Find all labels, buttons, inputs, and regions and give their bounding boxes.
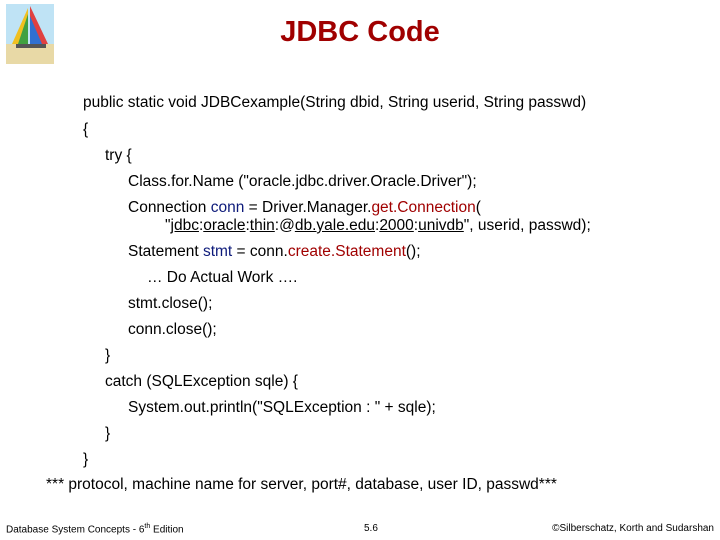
code-line-method-close: } xyxy=(83,451,89,468)
code-line-class-forname: Class.for.Name ("oracle.jdbc.driver.Orac… xyxy=(128,173,477,190)
code-line-try-close: } xyxy=(105,347,111,364)
code-text: : xyxy=(413,217,419,234)
footer-superscript: th xyxy=(144,523,151,530)
sailboat-logo-icon xyxy=(6,4,54,64)
code-text: Statement xyxy=(128,243,203,260)
url-part: jdbc xyxy=(170,217,199,234)
code-method: get.Connection xyxy=(371,199,476,216)
code-text: : xyxy=(375,217,380,234)
code-variable: stmt xyxy=(202,243,233,260)
code-text: = Driver.Manager. xyxy=(244,199,372,216)
code-line-conn-close: conn.close(); xyxy=(128,321,217,338)
url-part: db.yale.edu xyxy=(294,217,375,234)
code-text: :@ xyxy=(274,217,295,234)
footer-text: Database System Concepts - 6 xyxy=(6,524,145,536)
footer-left: Database System Concepts - 6th Edition xyxy=(6,523,184,535)
code-line-statement: Statement stmt = conn.create.Statement()… xyxy=(128,243,421,261)
code-text: " xyxy=(165,217,171,234)
code-line-open-brace: { xyxy=(83,121,89,138)
page-number: 5.6 xyxy=(364,523,378,534)
code-line-catch-close: } xyxy=(105,425,111,442)
code-line-try: try { xyxy=(105,147,132,164)
code-text: : xyxy=(245,217,250,234)
code-text: ( xyxy=(475,199,481,216)
url-part: 2000 xyxy=(379,217,414,234)
code-line-signature: public static void JDBCexample(String db… xyxy=(83,94,587,111)
code-text: : xyxy=(198,217,204,234)
code-text: ", userid, passwd); xyxy=(463,217,591,234)
code-text: = conn. xyxy=(232,243,288,260)
footer-copyright: ©Silberschatz, Korth and Sudarshan xyxy=(552,523,714,534)
code-variable: conn xyxy=(210,199,245,216)
code-text: Connection xyxy=(128,199,211,216)
code-line-stmt-close: stmt.close(); xyxy=(128,295,213,312)
footnote: *** protocol, machine name for server, p… xyxy=(46,476,557,493)
url-part: thin xyxy=(249,217,275,234)
code-line-actual-work: … Do Actual Work …. xyxy=(147,269,298,286)
code-line-jdbc-url: "jdbc:oracle:thin:@db.yale.edu:2000:univ… xyxy=(165,217,591,235)
code-method: create.Statement xyxy=(287,243,406,260)
code-line-catch: catch (SQLException sqle) { xyxy=(105,373,298,390)
url-part: univdb xyxy=(418,217,464,234)
url-part: oracle xyxy=(203,217,246,234)
code-line-println: System.out.println("SQLException : " + s… xyxy=(128,399,436,416)
code-line-connection: Connection conn = Driver.Manager.get.Con… xyxy=(128,199,481,217)
code-text: (); xyxy=(405,243,421,260)
footer-text: Edition xyxy=(150,524,184,536)
slide-title: JDBC Code xyxy=(280,16,440,48)
